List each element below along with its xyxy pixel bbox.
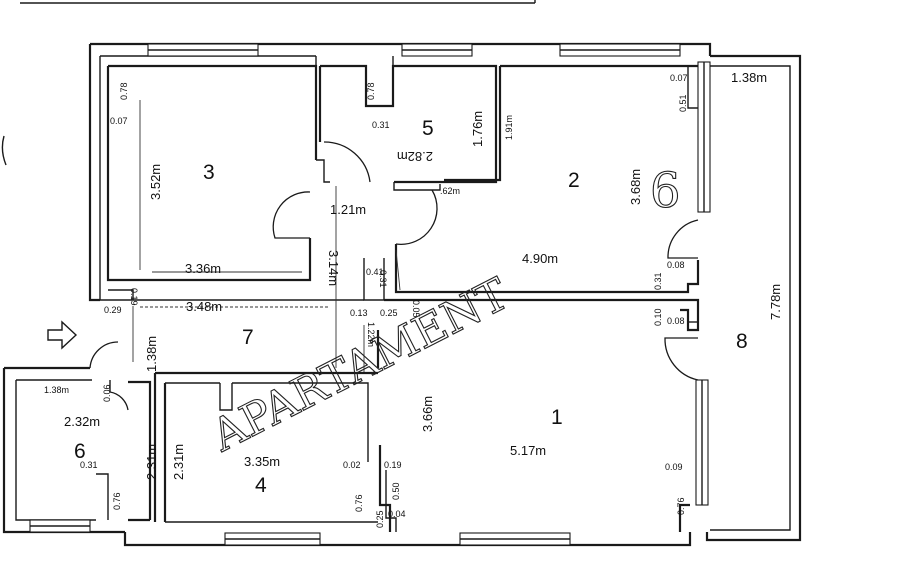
dim-hall-348: 3.48m — [186, 299, 222, 314]
room-number-7: 7 — [242, 326, 254, 349]
dim-r6-031: 0.31 — [80, 460, 98, 470]
dim-r2-031: 0.31 — [378, 270, 388, 288]
dim-r2-width: 4.90m — [522, 251, 558, 266]
dim-hall-121: 1.21m — [330, 202, 366, 217]
door-room8-lower — [664, 337, 699, 381]
door-room8-upper — [667, 219, 699, 259]
door-room2 — [395, 189, 438, 246]
dim-r1-076: 0.76 — [676, 497, 686, 515]
room-number-2: 2 — [568, 169, 580, 192]
door-room5 — [323, 141, 371, 183]
dim-r5-062: .62m — [440, 186, 460, 196]
top-edge-fragment — [1, 0, 536, 166]
dim-r2-height: 3.68m — [628, 169, 643, 205]
dim-r3-007: 0.07 — [110, 116, 128, 126]
dim-r5-width: 2.82m — [397, 149, 433, 164]
room-number-8: 8 — [736, 330, 748, 353]
dimension-lines — [132, 100, 401, 372]
dim-r3-width: 3.36m — [185, 261, 221, 276]
entrance-arrow-icon — [47, 320, 78, 350]
interior-walls — [96, 64, 700, 532]
dim-r1-height: 3.66m — [420, 396, 435, 432]
room-number-4: 4 — [255, 474, 267, 497]
dim-hall-314: 3.14m — [326, 250, 341, 286]
dim-r2-031b: 0.31 — [653, 272, 663, 290]
dim-hall-005: 0.05 — [411, 300, 421, 318]
apartment-number-stamp: 6 — [650, 163, 681, 219]
dim-r6-width: 2.32m — [64, 414, 100, 429]
dim-r4-002: 0.02 — [343, 460, 361, 470]
dim-hall-019: 0.19 — [129, 288, 139, 306]
dim-r2-041: 0.41 — [366, 267, 384, 277]
dim-hall-013: 0.13 — [350, 308, 368, 318]
dim-r6-076: 0.76 — [112, 492, 122, 510]
room-number-1: 1 — [551, 406, 563, 429]
dim-r4-width: 3.35m — [244, 454, 280, 469]
room-number-3: 3 — [203, 161, 215, 184]
room-number-5: 5 — [422, 117, 434, 140]
measurements: 3.52m 3.36m 0.78 0.07 1.76m 2.82m 0.78 0… — [44, 70, 783, 528]
dim-hall-122: 1.22m — [366, 322, 376, 347]
dim-r3-height: 3.52m — [148, 164, 163, 200]
dim-r5-031: 0.31 — [372, 120, 390, 130]
dim-r5-078: 0.78 — [366, 82, 376, 100]
dim-r4-076: 0.76 — [354, 494, 364, 512]
dim-r5-height: 1.76m — [470, 111, 485, 147]
door-room6 — [109, 391, 129, 411]
dim-r6-138: 1.38m — [44, 385, 69, 395]
dim-r1-050: 0.50 — [391, 482, 401, 500]
dim-r5-191: 1.91m — [504, 115, 514, 140]
dim-r2-007: 0.07 — [670, 73, 688, 83]
dim-r1-025: 0.25 — [375, 510, 385, 528]
dim-r3-078: 0.78 — [119, 82, 129, 100]
dim-r1-019: 0.19 — [384, 460, 402, 470]
dim-r1-008: 0.08 — [667, 316, 685, 326]
dim-r8-width: 1.38m — [731, 70, 767, 85]
dim-r6-006: 0.06 — [102, 384, 112, 402]
dim-r1-width: 5.17m — [510, 443, 546, 458]
dim-hall-138: 1.38m — [144, 336, 159, 372]
outer-walls — [2, 42, 802, 547]
apartment-stamp: APARTAMENT — [203, 269, 517, 463]
dim-hall-025: 0.25 — [380, 308, 398, 318]
room-numbers: 1 2 3 4 5 6 7 8 — [74, 117, 748, 497]
dim-r8-height: 7.78m — [768, 284, 783, 320]
windows — [29, 43, 711, 546]
dim-hall-029: 0.29 — [104, 305, 122, 315]
room-number-6: 6 — [74, 440, 86, 463]
dim-r2-008: 0.08 — [667, 260, 685, 270]
doors — [89, 141, 699, 411]
dim-r1-004: 0.04 — [388, 509, 406, 519]
dim-r6-height: 2.31m — [144, 444, 159, 480]
dim-r2-051: 0.51 — [678, 94, 688, 112]
door-room3 — [272, 191, 311, 239]
dim-r1-010: 0.10 — [653, 308, 663, 326]
door-entrance — [89, 341, 119, 369]
dim-r4-height: 2.31m — [171, 444, 186, 480]
dim-r1-009: 0.09 — [665, 462, 683, 472]
